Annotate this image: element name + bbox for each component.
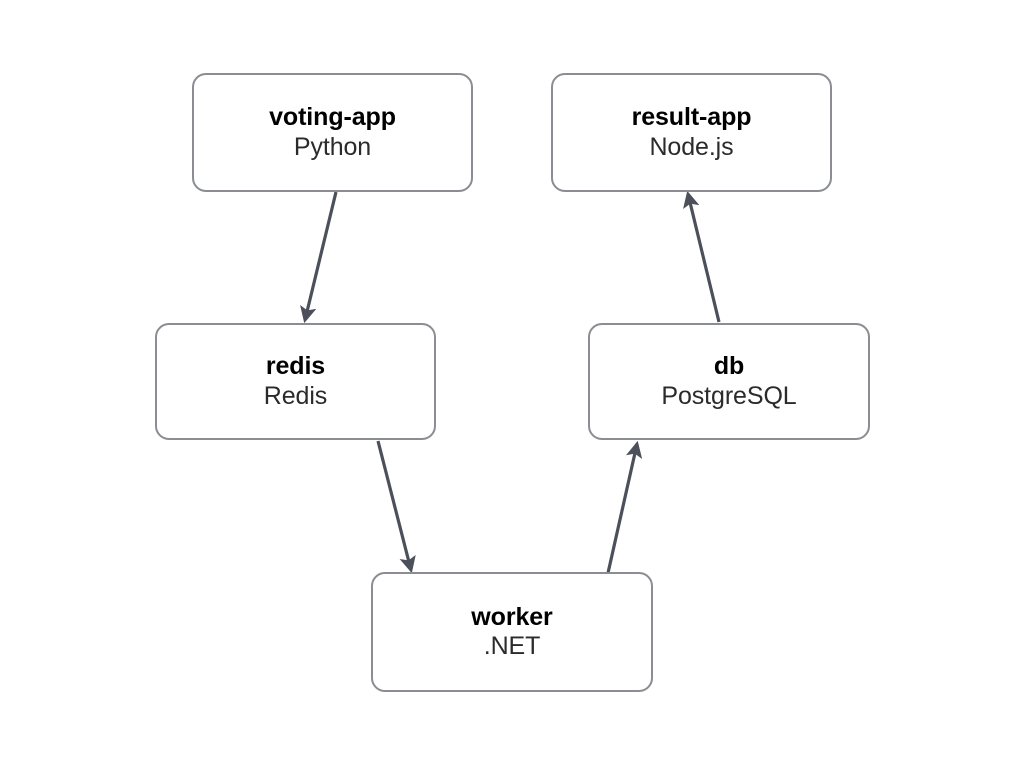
node-result-app-title: result-app [631, 103, 752, 131]
node-result-app-subtitle: Node.js [649, 132, 734, 161]
node-voting-app-title: voting-app [269, 103, 396, 131]
node-worker-title: worker [471, 602, 553, 631]
node-result-app[interactable]: result-app Node.js [551, 73, 832, 192]
node-redis[interactable]: redis Redis [155, 323, 436, 440]
edge-db-to-result-app [683, 190, 721, 323]
edge-worker-to-db [606, 440, 643, 574]
node-voting-app[interactable]: voting-app Python [192, 73, 473, 192]
node-db-title: db [713, 352, 745, 380]
node-db[interactable]: db PostgreSQL [588, 323, 870, 440]
node-voting-app-subtitle: Python [293, 132, 372, 161]
node-db-subtitle: PostgreSQL [661, 381, 797, 410]
edge-voting-app-to-redis [300, 191, 338, 324]
edge-redis-to-worker [376, 440, 416, 574]
node-redis-subtitle: Redis [263, 381, 328, 410]
node-redis-title: redis [265, 352, 326, 380]
node-worker-subtitle: .NET [483, 632, 541, 660]
node-worker[interactable]: worker .NET [371, 572, 653, 692]
